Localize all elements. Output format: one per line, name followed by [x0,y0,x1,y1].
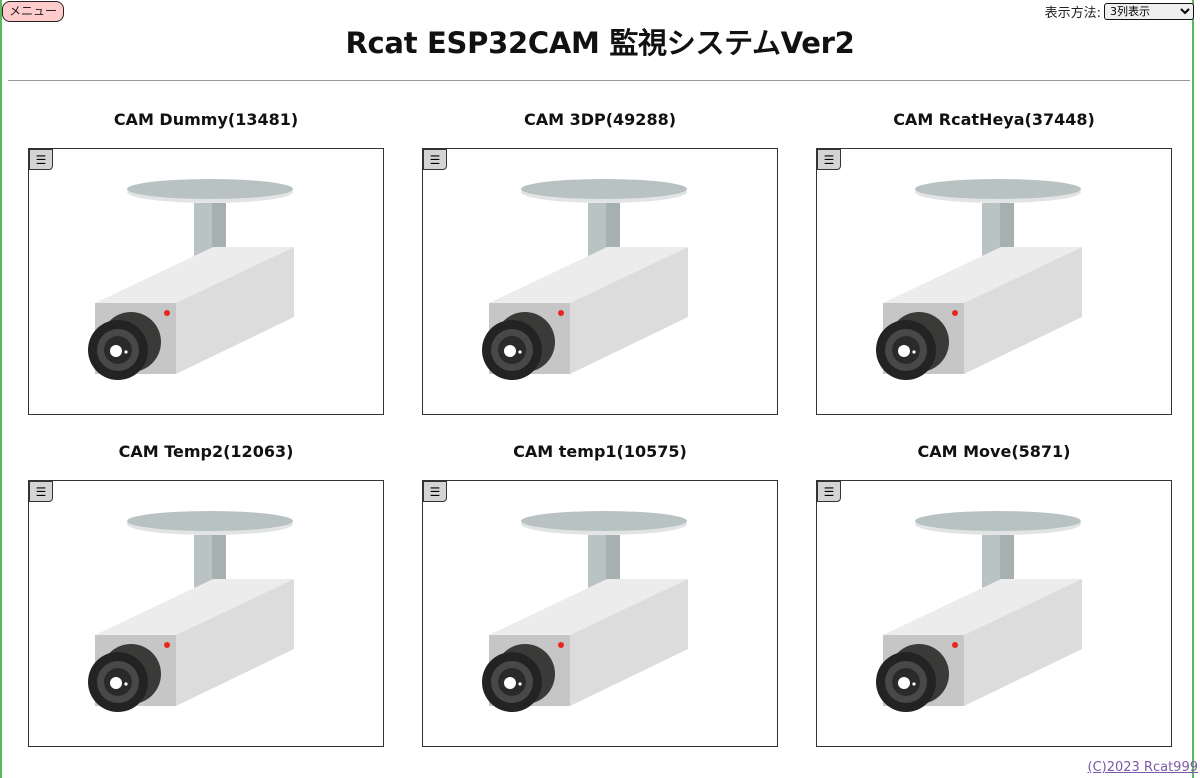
display-mode-control: 表示方法: 3列表示 [1045,2,1194,21]
camera-placeholder-icon [88,179,294,380]
camera-placeholder-icon [876,511,1082,712]
camera-view[interactable]: ☰ [816,480,1172,747]
camera-menu-button[interactable]: ☰ [423,481,447,502]
camera-title: CAM 3DP(49288) [523,110,677,129]
camera-placeholder-icon [88,511,294,712]
camera-view[interactable]: ☰ [422,148,778,415]
camera-title: CAM temp1(10575) [513,442,687,461]
camera-view[interactable]: ☰ [422,480,778,747]
camera-panel: CAM temp1(10575) ☰ [422,442,778,747]
camera-panel: CAM Move(5871) ☰ [816,442,1172,747]
camera-panel: CAM 3DP(49288) ☰ [422,110,778,415]
camera-title: CAM Dummy(13481) [113,110,299,129]
camera-title: CAM Move(5871) [917,442,1071,461]
menu-button[interactable]: メニュー [2,1,65,22]
camera-menu-button[interactable]: ☰ [817,481,841,502]
camera-panel: CAM Dummy(13481) ☰ [28,110,384,415]
camera-view[interactable]: ☰ [28,480,384,747]
camera-menu-button[interactable]: ☰ [423,149,447,170]
camera-view[interactable]: ☰ [28,148,384,415]
copyright-link[interactable]: (C)2023 Rcat999 [1087,760,1199,775]
display-mode-select[interactable]: 3列表示 [1104,3,1194,20]
camera-title: CAM RcatHeya(37448) [893,110,1095,129]
camera-view[interactable]: ☰ [816,148,1172,415]
camera-title: CAM Temp2(12063) [118,442,294,461]
camera-panel: CAM RcatHeya(37448) ☰ [816,110,1172,415]
page-title: Rcat ESP32CAM 監視システムVer2 [345,26,855,60]
camera-placeholder-icon [482,179,688,380]
camera-panel: CAM Temp2(12063) ☰ [28,442,384,747]
camera-menu-button[interactable]: ☰ [29,149,53,170]
display-mode-label: 表示方法: [1044,6,1101,21]
header-divider [8,80,1190,81]
camera-placeholder-icon [876,179,1082,380]
camera-placeholder-icon [482,511,688,712]
camera-menu-button[interactable]: ☰ [29,481,53,502]
camera-menu-button[interactable]: ☰ [817,149,841,170]
